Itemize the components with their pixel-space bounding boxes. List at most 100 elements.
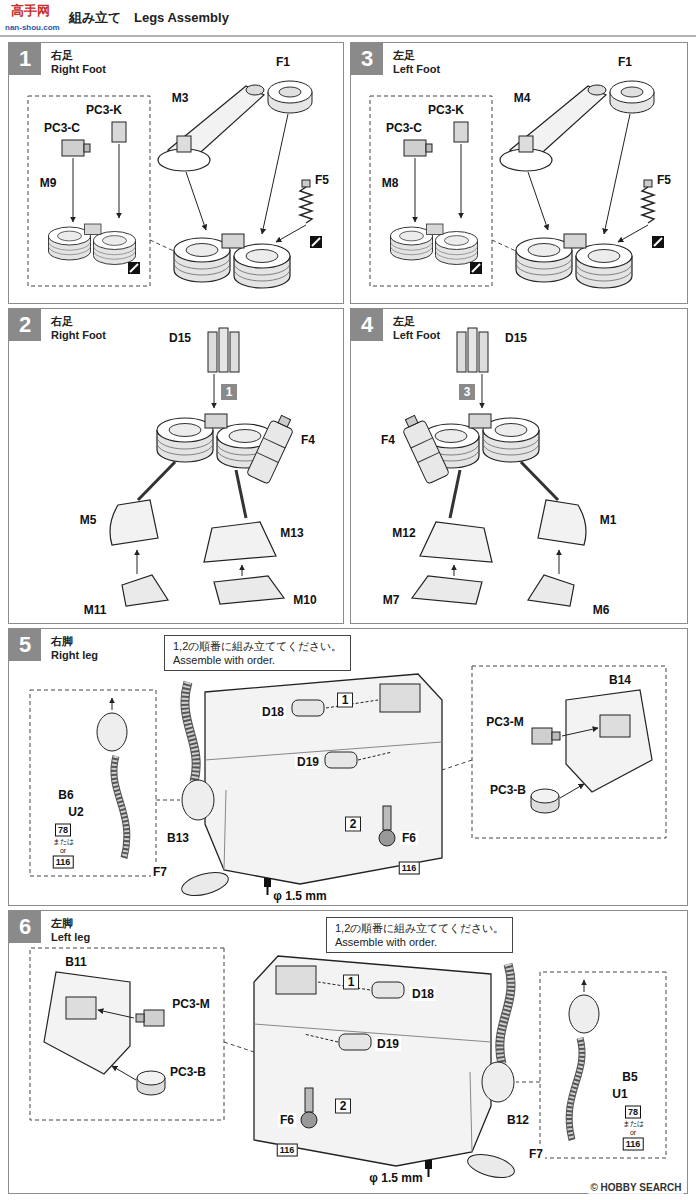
paint-note: または: [622, 1120, 645, 1128]
part-label: M13: [278, 526, 305, 540]
heading-text: Left leg: [51, 930, 90, 944]
order-number: 2: [345, 817, 361, 832]
part-label: D18: [410, 987, 436, 1001]
heading-text: 右足: [51, 314, 106, 328]
step-panel: 右足Right Foot 1: [8, 42, 344, 304]
step-number: 2: [9, 309, 41, 341]
part-label: PC3-C: [384, 121, 424, 135]
part-label: M4: [512, 91, 533, 105]
part-label: φ 1.5 mm: [271, 889, 328, 903]
step-heading: 右脚Right leg: [51, 634, 98, 662]
paint-note: or: [629, 1129, 637, 1137]
part-label: PC3-C: [42, 121, 82, 135]
part-label: D19: [375, 1037, 401, 1051]
step-number-text: 4: [361, 312, 373, 338]
part-label: M9: [38, 176, 59, 190]
header-rule: [0, 35, 696, 37]
part-label: PC3-M: [484, 715, 525, 729]
part-label: F4: [379, 433, 397, 447]
part-label: B13: [165, 831, 191, 845]
part-label: PC3-B: [488, 783, 528, 797]
note-box: 1,2の順番に組み立ててください。Assemble with order.: [326, 917, 513, 953]
right-foot-art: [110, 328, 297, 606]
left-foot-art: [399, 328, 586, 606]
step-reference: 3: [459, 384, 475, 400]
step-heading: 左脚Left leg: [51, 916, 90, 944]
order-number: 1: [343, 975, 359, 990]
part-label: D15: [167, 331, 193, 345]
step-heading: 右足Right Foot: [51, 48, 106, 76]
part-label: F6: [278, 1113, 296, 1127]
heading-text: Right Foot: [51, 328, 106, 342]
part-label: B14: [607, 673, 633, 687]
heading-text: Right leg: [51, 648, 98, 662]
part-label: D19: [295, 755, 321, 769]
part-label: M12: [390, 526, 417, 540]
left-leg-art: [30, 948, 666, 1182]
part-label: φ 1.5 mm: [367, 1171, 424, 1185]
note-text: Assemble with order.: [335, 935, 504, 949]
part-label: M8: [380, 176, 401, 190]
paint-note: or: [59, 847, 67, 855]
paint-note: または: [52, 838, 75, 846]
part-label: B11: [63, 955, 88, 969]
paint-number: 116: [277, 1144, 298, 1157]
heading-text: 左脚: [51, 916, 90, 930]
part-label: PC3-K: [426, 103, 466, 117]
right-foot-art: [28, 81, 322, 288]
part-label: D15: [503, 331, 529, 345]
part-label: M7: [381, 593, 402, 607]
part-label: M3: [170, 91, 191, 105]
step-number: 6: [9, 911, 41, 943]
heading-text: 右脚: [51, 634, 98, 648]
part-label: M10: [291, 593, 318, 607]
step-panel: 右脚Right leg 5 1,2の順番に組み立ててください。Assemble wi…: [8, 628, 688, 906]
page-title: 組み立て Legs Assembly: [66, 9, 232, 27]
part-label: PC3-K: [84, 103, 124, 117]
paint-number: 116: [399, 862, 420, 875]
step-panel: 左脚Left leg 6 1,2の順番に組み立ててください。Assemble wit…: [8, 910, 688, 1194]
heading-text: Left Foot: [393, 328, 440, 342]
heading-text: 左足: [393, 314, 440, 328]
step-number-text: 5: [19, 632, 31, 658]
part-label: PC3-M: [170, 997, 211, 1011]
step-number: 5: [9, 629, 41, 661]
step-heading: 右足Right Foot: [51, 314, 106, 342]
part-label: F5: [313, 173, 331, 187]
note-text: Assemble with order.: [173, 653, 342, 667]
step-panel: 左足Left Foot 3: [350, 42, 688, 304]
part-label: F4: [299, 433, 317, 447]
heading-text: 右足: [51, 48, 106, 62]
note-box: 1,2の順番に組み立ててください。Assemble with order.: [164, 635, 351, 671]
part-label: F5: [655, 173, 673, 187]
part-label: M1: [598, 513, 619, 527]
step-number-text: 6: [19, 914, 31, 940]
part-label: F7: [151, 865, 169, 879]
watermark: 高手网: [9, 4, 52, 18]
order-number: 1: [337, 693, 353, 708]
part-label: B5: [620, 1070, 639, 1084]
part-label: U2: [66, 805, 85, 819]
step-number: 3: [351, 43, 383, 75]
part-label: U1: [610, 1087, 629, 1101]
left-foot-art: [370, 81, 664, 288]
part-label: PC3-B: [168, 1065, 208, 1079]
watermark: © HOBBY SEARCH: [588, 1181, 683, 1195]
step-panel: 左足Left Foot 4: [350, 308, 688, 624]
part-label: M5: [78, 513, 99, 527]
step-number-text: 2: [19, 312, 31, 338]
paint-number: 78: [625, 1106, 641, 1119]
step-number: 1: [9, 43, 41, 75]
step-panel: 右足Right Foot 2: [8, 308, 344, 624]
part-label: F7: [527, 1147, 545, 1161]
note-text: 1,2の順番に組み立ててください。: [173, 639, 342, 653]
step-heading: 左足Left Foot: [393, 48, 440, 76]
part-label: F6: [400, 831, 418, 845]
watermark: nan-shou.com: [3, 23, 62, 32]
part-label: F1: [616, 55, 634, 69]
step-number-text: 1: [19, 46, 31, 72]
part-label: B6: [56, 788, 75, 802]
paint-number: 116: [53, 856, 74, 869]
